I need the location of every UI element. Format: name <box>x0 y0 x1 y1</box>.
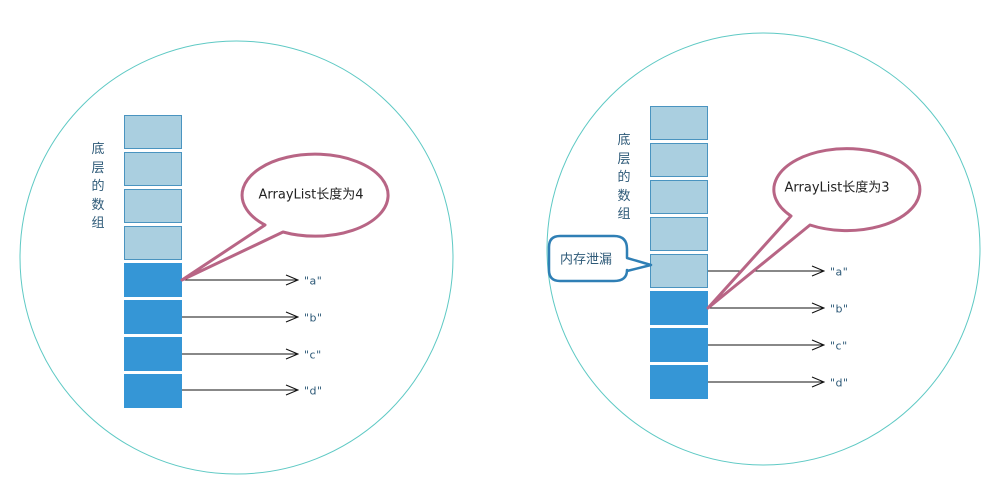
string-value: "d" <box>304 384 323 398</box>
string-value: "a" <box>304 274 323 288</box>
string-value: "d" <box>830 376 849 390</box>
array-label: 底 层 的 数 组 <box>88 141 108 234</box>
array-cell-empty <box>124 115 182 149</box>
array-cells <box>124 115 182 408</box>
memory-circle <box>19 40 454 475</box>
array-cell-empty <box>124 189 182 223</box>
diagram-after <box>546 32 981 466</box>
array-label-char: 数 <box>91 197 105 213</box>
array-label-char: 层 <box>617 151 631 167</box>
string-value: "c" <box>830 339 848 353</box>
array-label-char: 的 <box>617 170 631 185</box>
string-value: "a" <box>830 265 849 279</box>
array-cell-empty <box>124 226 182 260</box>
array-cell-empty <box>650 180 708 214</box>
array-cell-empty <box>650 217 708 251</box>
array-cell-empty <box>650 106 708 140</box>
reference-arrows <box>182 280 298 390</box>
size-speech-bubble <box>706 147 922 310</box>
array-label: 底 层 的 数 组 <box>614 132 634 225</box>
array-label-char: 组 <box>617 207 631 222</box>
array-label-char: 数 <box>617 188 631 204</box>
leak-callout-bubble <box>547 234 653 283</box>
array-label-char: 的 <box>91 179 105 194</box>
string-value: "b" <box>304 311 323 325</box>
string-value: "b" <box>830 302 849 316</box>
array-cell-filled <box>650 291 708 325</box>
reference-arrows <box>708 271 824 382</box>
array-label-char: 组 <box>91 216 105 231</box>
array-cell-empty <box>124 152 182 186</box>
array-label-char: 底 <box>91 142 105 157</box>
array-cell-filled <box>124 263 182 297</box>
diagram-before <box>19 40 454 475</box>
leak-bubble-text: 内存泄漏 <box>559 252 613 268</box>
array-cells <box>650 106 708 399</box>
array-cell-empty <box>650 143 708 177</box>
memory-circle <box>546 32 981 466</box>
array-cell-filled <box>124 300 182 334</box>
size-bubble-text: ArrayList长度为3 <box>784 180 890 196</box>
array-cell-filled <box>124 337 182 371</box>
array-cell-filled <box>650 328 708 362</box>
size-speech-bubble <box>180 152 390 282</box>
array-label-char: 底 <box>617 133 631 148</box>
array-cell-filled <box>124 374 182 408</box>
array-label-char: 层 <box>91 160 105 176</box>
array-cell-leaked <box>650 254 708 288</box>
size-bubble-text: ArrayList长度为4 <box>258 187 364 203</box>
string-value: "c" <box>304 348 322 362</box>
array-cell-filled <box>650 365 708 399</box>
